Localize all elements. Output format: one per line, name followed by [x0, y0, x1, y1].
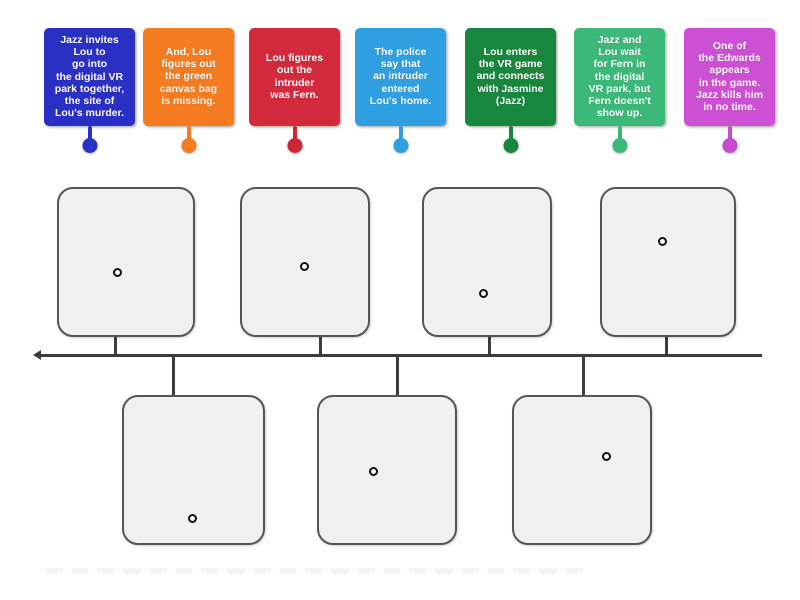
- pin-icon: [612, 126, 628, 156]
- pin-stem: [727, 126, 732, 142]
- answer-card-label: Lou enters the VR game and connects with…: [476, 45, 545, 107]
- dropzone-bottom-2[interactable]: [317, 395, 457, 545]
- pin-icon: [181, 126, 197, 156]
- answer-card-body[interactable]: Lou figures out the intruder was Fern.: [249, 28, 340, 126]
- timeline-axis: [40, 354, 762, 357]
- pin-stem: [186, 126, 191, 142]
- pin-icon: [287, 126, 303, 156]
- answer-card-body[interactable]: One of the Edwards appears in the game. …: [684, 28, 775, 126]
- pin-head: [393, 138, 408, 153]
- answer-card-body[interactable]: Jazz invites Lou to go into the digital …: [44, 28, 135, 127]
- answer-card-label: And, Lou figures out the green canvas ba…: [159, 45, 218, 107]
- answer-card-4[interactable]: The police say that an intruder entered …: [355, 28, 446, 153]
- pin-head: [82, 138, 97, 153]
- pin-stem: [87, 126, 92, 142]
- dropzone-marker-icon: [369, 467, 378, 476]
- pin-stem: [398, 126, 403, 142]
- dropzone-marker-icon: [188, 514, 197, 523]
- answer-card-body[interactable]: And, Lou figures out the green canvas ba…: [143, 28, 234, 126]
- answer-card-7[interactable]: One of the Edwards appears in the game. …: [684, 28, 775, 153]
- dropzone-top-2[interactable]: [240, 187, 370, 337]
- pin-head: [181, 138, 196, 153]
- answer-card-label: Jazz invites Lou to go into the digital …: [54, 34, 125, 120]
- dropzone-marker-icon: [113, 268, 122, 277]
- answer-card-body[interactable]: Lou enters the VR game and connects with…: [465, 28, 556, 126]
- timeline-arrow-left-icon: [33, 350, 41, 360]
- answer-card-label: Jazz and Lou wait for Fern in the digita…: [588, 34, 651, 120]
- faint-footer-watermark: [45, 568, 585, 574]
- timeline-connector: [488, 337, 491, 355]
- timeline-connector: [172, 356, 175, 396]
- dropzone-bottom-1[interactable]: [122, 395, 265, 545]
- dropzone-marker-icon: [479, 289, 488, 298]
- dropzone-marker-icon: [602, 452, 611, 461]
- pin-icon: [503, 126, 519, 156]
- answer-card-tray: Jazz invites Lou to go into the digital …: [0, 0, 800, 170]
- dropzone-bottom-3[interactable]: [512, 395, 652, 545]
- pin-stem: [292, 126, 297, 142]
- pin-head: [503, 138, 518, 153]
- timeline-connector: [319, 337, 322, 355]
- pin-stem: [508, 126, 513, 142]
- answer-card-label: Lou figures out the intruder was Fern.: [265, 52, 324, 101]
- pin-head: [612, 138, 627, 153]
- dropzone-marker-icon: [658, 237, 667, 246]
- answer-card-2[interactable]: And, Lou figures out the green canvas ba…: [143, 28, 234, 153]
- answer-card-label: The police say that an intruder entered …: [369, 45, 432, 107]
- pin-head: [722, 138, 737, 153]
- answer-card-5[interactable]: Lou enters the VR game and connects with…: [465, 28, 556, 153]
- timeline-connector: [665, 337, 668, 355]
- pin-icon: [82, 126, 98, 156]
- answer-card-1[interactable]: Jazz invites Lou to go into the digital …: [44, 28, 135, 153]
- answer-card-body[interactable]: The police say that an intruder entered …: [355, 28, 446, 126]
- dropzone-top-3[interactable]: [422, 187, 552, 337]
- pin-icon: [393, 126, 409, 156]
- answer-card-label: One of the Edwards appears in the game. …: [695, 39, 764, 113]
- pin-head: [287, 138, 302, 153]
- pin-icon: [722, 126, 738, 156]
- dropzone-marker-icon: [300, 262, 309, 271]
- answer-card-3[interactable]: Lou figures out the intruder was Fern.: [249, 28, 340, 153]
- answer-card-6[interactable]: Jazz and Lou wait for Fern in the digita…: [574, 28, 665, 153]
- timeline-connector: [396, 356, 399, 396]
- answer-card-body[interactable]: Jazz and Lou wait for Fern in the digita…: [574, 28, 665, 127]
- timeline-connector: [582, 356, 585, 396]
- dropzone-top-4[interactable]: [600, 187, 736, 337]
- dropzone-top-1[interactable]: [57, 187, 195, 337]
- timeline-connector: [114, 337, 117, 355]
- pin-stem: [617, 126, 622, 142]
